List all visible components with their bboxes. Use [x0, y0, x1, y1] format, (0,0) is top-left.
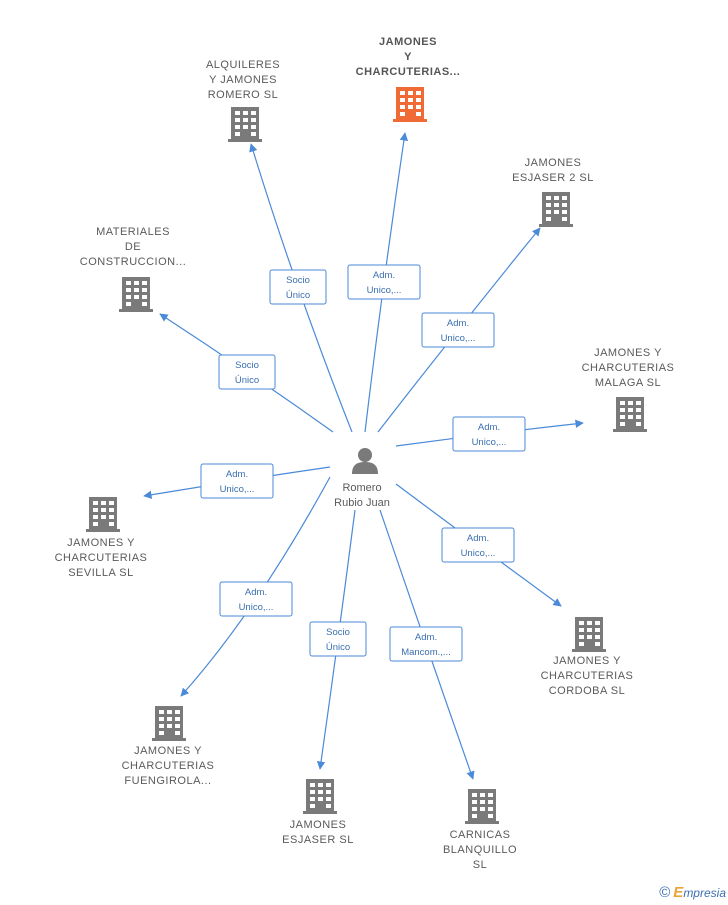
company-label-line: JAMONES Y: [553, 655, 621, 667]
company-label-line: ALQUILERES: [206, 59, 280, 71]
building-icon: [465, 789, 499, 824]
relation-label-esjaser2[interactable]: Adm. Unico,...: [421, 312, 495, 348]
company-node-fuengirola[interactable]: JAMONES Y CHARCUTERIAS FUENGIROLA...: [122, 706, 215, 787]
company-label-line: JAMONES Y: [594, 347, 662, 359]
relation-box: [219, 581, 293, 617]
building-icon: [228, 107, 262, 142]
company-label-line: CHARCUTERIAS: [541, 670, 634, 682]
building-icon: [86, 497, 120, 532]
company-node-esjaser2[interactable]: JAMONES ESJASER 2 SL: [512, 157, 594, 227]
relation-text-line: Unico,...: [220, 484, 255, 495]
relation-text-line: Socio: [235, 360, 259, 371]
person-icon: [352, 448, 378, 474]
company-label-line: CHARCUTERIAS: [122, 760, 215, 772]
brand-name: mpresia: [683, 886, 726, 900]
company-label-line: CORDOBA SL: [549, 685, 626, 697]
relation-text-line: Adm.: [478, 422, 500, 433]
company-label-line: FUENGIROLA...: [124, 775, 211, 787]
relation-text-line: Socio: [326, 627, 350, 638]
company-node-materiales[interactable]: MATERIALES DE CONSTRUCCION...: [80, 226, 187, 312]
building-icon: [119, 277, 153, 312]
company-node-cordoba[interactable]: JAMONES Y CHARCUTERIAS CORDOBA SL: [541, 617, 634, 697]
relation-label-malaga[interactable]: Adm. Unico,...: [452, 416, 526, 452]
building-icon: [539, 192, 573, 227]
company-label-line: DE: [125, 241, 141, 253]
building-icon: [152, 706, 186, 741]
relation-text-line: Adm.: [447, 318, 469, 329]
person-name-line-2: Rubio Juan: [334, 497, 390, 509]
relation-text-line: Unico,...: [239, 602, 274, 613]
company-label-line: JAMONES Y: [134, 745, 202, 757]
relation-text-line: Mancom.,...: [401, 647, 451, 658]
company-label-line: ESJASER 2 SL: [512, 172, 594, 184]
company-node-esjaser[interactable]: JAMONES ESJASER SL: [282, 779, 354, 846]
company-label-line: JAMONES: [525, 157, 582, 169]
company-label-line: JAMONES: [290, 819, 347, 831]
brand-footer: ©Empresia: [659, 884, 726, 901]
company-node-malaga[interactable]: JAMONES Y CHARCUTERIAS MALAGA SL: [582, 347, 675, 432]
company-label-line: CHARCUTERIAS: [55, 552, 148, 564]
company-label-line: Y JAMONES: [209, 74, 277, 86]
company-label-line: ROMERO SL: [208, 89, 279, 101]
relation-label-fuengirola[interactable]: Adm. Unico,...: [219, 581, 293, 617]
relation-text-line: Adm.: [373, 270, 395, 281]
person-name-line-1: Romero: [342, 482, 381, 494]
company-label-line: JAMONES Y: [67, 537, 135, 549]
relation-box: [347, 264, 421, 300]
relation-text-line: Socio: [286, 275, 310, 286]
relation-text-line: Adm.: [226, 469, 248, 480]
relation-text-line: Unico,...: [367, 285, 402, 296]
relation-text-line: Adm.: [245, 587, 267, 598]
relation-box: [441, 527, 515, 563]
company-label-line: Y: [404, 51, 412, 63]
relation-box: [452, 416, 526, 452]
relation-box: [269, 269, 327, 305]
relation-label-carnicas[interactable]: Adm. Mancom.,...: [389, 626, 463, 662]
relation-label-jamones-charcuterias[interactable]: Adm. Unico,...: [347, 264, 421, 300]
relation-text-line: Adm.: [415, 632, 437, 643]
relation-text-line: Único: [326, 642, 350, 653]
relation-text-line: Único: [235, 375, 259, 386]
relation-text-line: Unico,...: [441, 333, 476, 344]
company-label-line: CHARCUTERIAS...: [356, 66, 461, 78]
company-label-line: ESJASER SL: [282, 834, 354, 846]
relation-box: [389, 626, 463, 662]
company-label-line: CONSTRUCCION...: [80, 256, 187, 268]
relation-label-cordoba[interactable]: Adm. Unico,...: [441, 527, 515, 563]
company-node-sevilla[interactable]: JAMONES Y CHARCUTERIAS SEVILLA SL: [55, 497, 148, 579]
brand-logo-initial: E: [673, 884, 684, 901]
relation-box: [421, 312, 495, 348]
relation-label-sevilla[interactable]: Adm. Unico,...: [200, 463, 274, 499]
relation-box: [218, 354, 276, 390]
company-node-jamones-charcuterias[interactable]: JAMONES Y CHARCUTERIAS...: [356, 36, 461, 122]
building-icon: [303, 779, 337, 814]
company-label-line: CHARCUTERIAS: [582, 362, 675, 374]
relation-text-line: Único: [286, 290, 310, 301]
relation-text-line: Unico,...: [472, 437, 507, 448]
company-node-carnicas[interactable]: CARNICAS BLANQUILLO SL: [443, 789, 517, 871]
person-node[interactable]: Romero Rubio Juan: [334, 448, 390, 509]
company-label-line: SEVILLA SL: [68, 567, 134, 579]
building-icon-highlighted: [393, 87, 427, 122]
company-label-line: CARNICAS: [450, 829, 511, 841]
company-label-line: MATERIALES: [96, 226, 170, 238]
relation-text-line: Unico,...: [461, 548, 496, 559]
relation-box: [309, 621, 367, 657]
company-label-line: MALAGA SL: [595, 377, 661, 389]
company-label-line: BLANQUILLO: [443, 844, 517, 856]
building-icon: [572, 617, 606, 652]
company-node-alquileres[interactable]: ALQUILERES Y JAMONES ROMERO SL: [206, 59, 280, 142]
company-label-line: SL: [473, 859, 487, 871]
relation-text-line: Adm.: [467, 533, 489, 544]
relation-box: [200, 463, 274, 499]
copyright-icon: ©: [659, 884, 671, 901]
building-icon: [613, 397, 647, 432]
company-label-line: JAMONES: [379, 36, 437, 48]
